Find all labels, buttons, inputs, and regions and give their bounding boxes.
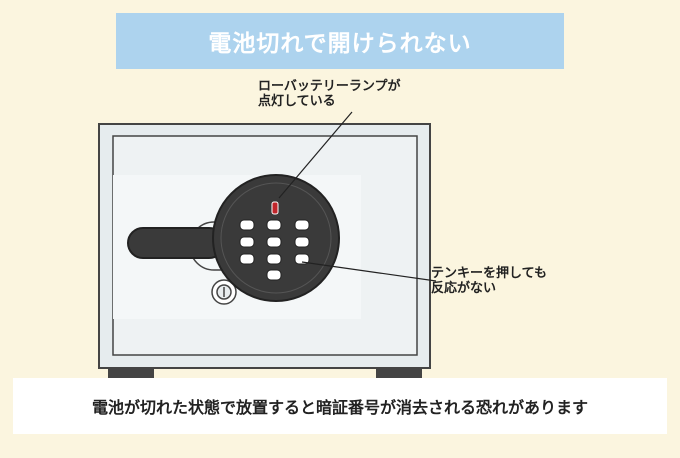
keypad-key[interactable] (266, 269, 282, 281)
low-battery-lamp-label: ローバッテリーランプが 点灯している (258, 79, 400, 109)
title-banner: 電池切れで開けられない (116, 13, 564, 69)
keypad-key[interactable] (266, 236, 282, 248)
keypad-key[interactable] (266, 219, 282, 231)
keypad[interactable] (239, 219, 310, 281)
keyhole-icon (211, 279, 237, 305)
low-battery-lamp-label-line1: ローバッテリーランプが (258, 79, 401, 94)
page-title: 電池切れで開けられない (208, 31, 472, 57)
safe-handle[interactable] (127, 227, 225, 259)
keypad-key[interactable] (294, 219, 310, 231)
keypad-label-line1: テンキーを押しても (431, 266, 547, 281)
keypad-key[interactable] (239, 253, 255, 265)
keypad-key[interactable] (239, 219, 255, 231)
keypad-key[interactable] (294, 236, 310, 248)
lamp-leader-line (278, 111, 353, 199)
keypad-key[interactable] (294, 253, 310, 265)
caption-box: 電池が切れた状態で放置すると暗証番号が消去される恐れがあります (13, 378, 667, 434)
keypad-leader-line (301, 261, 437, 282)
low-battery-lamp-icon (271, 201, 279, 215)
keypad-key[interactable] (239, 236, 255, 248)
low-battery-lamp-label-line2: 点灯している (258, 94, 336, 109)
keypad-key[interactable] (266, 253, 282, 265)
caption: 電池が切れた状態で放置すると暗証番号が消去される恐れがあります (91, 398, 588, 417)
keypad-label-line2: 反応がない (431, 281, 497, 296)
keypad-label: テンキーを押しても 反応がない (431, 266, 547, 296)
